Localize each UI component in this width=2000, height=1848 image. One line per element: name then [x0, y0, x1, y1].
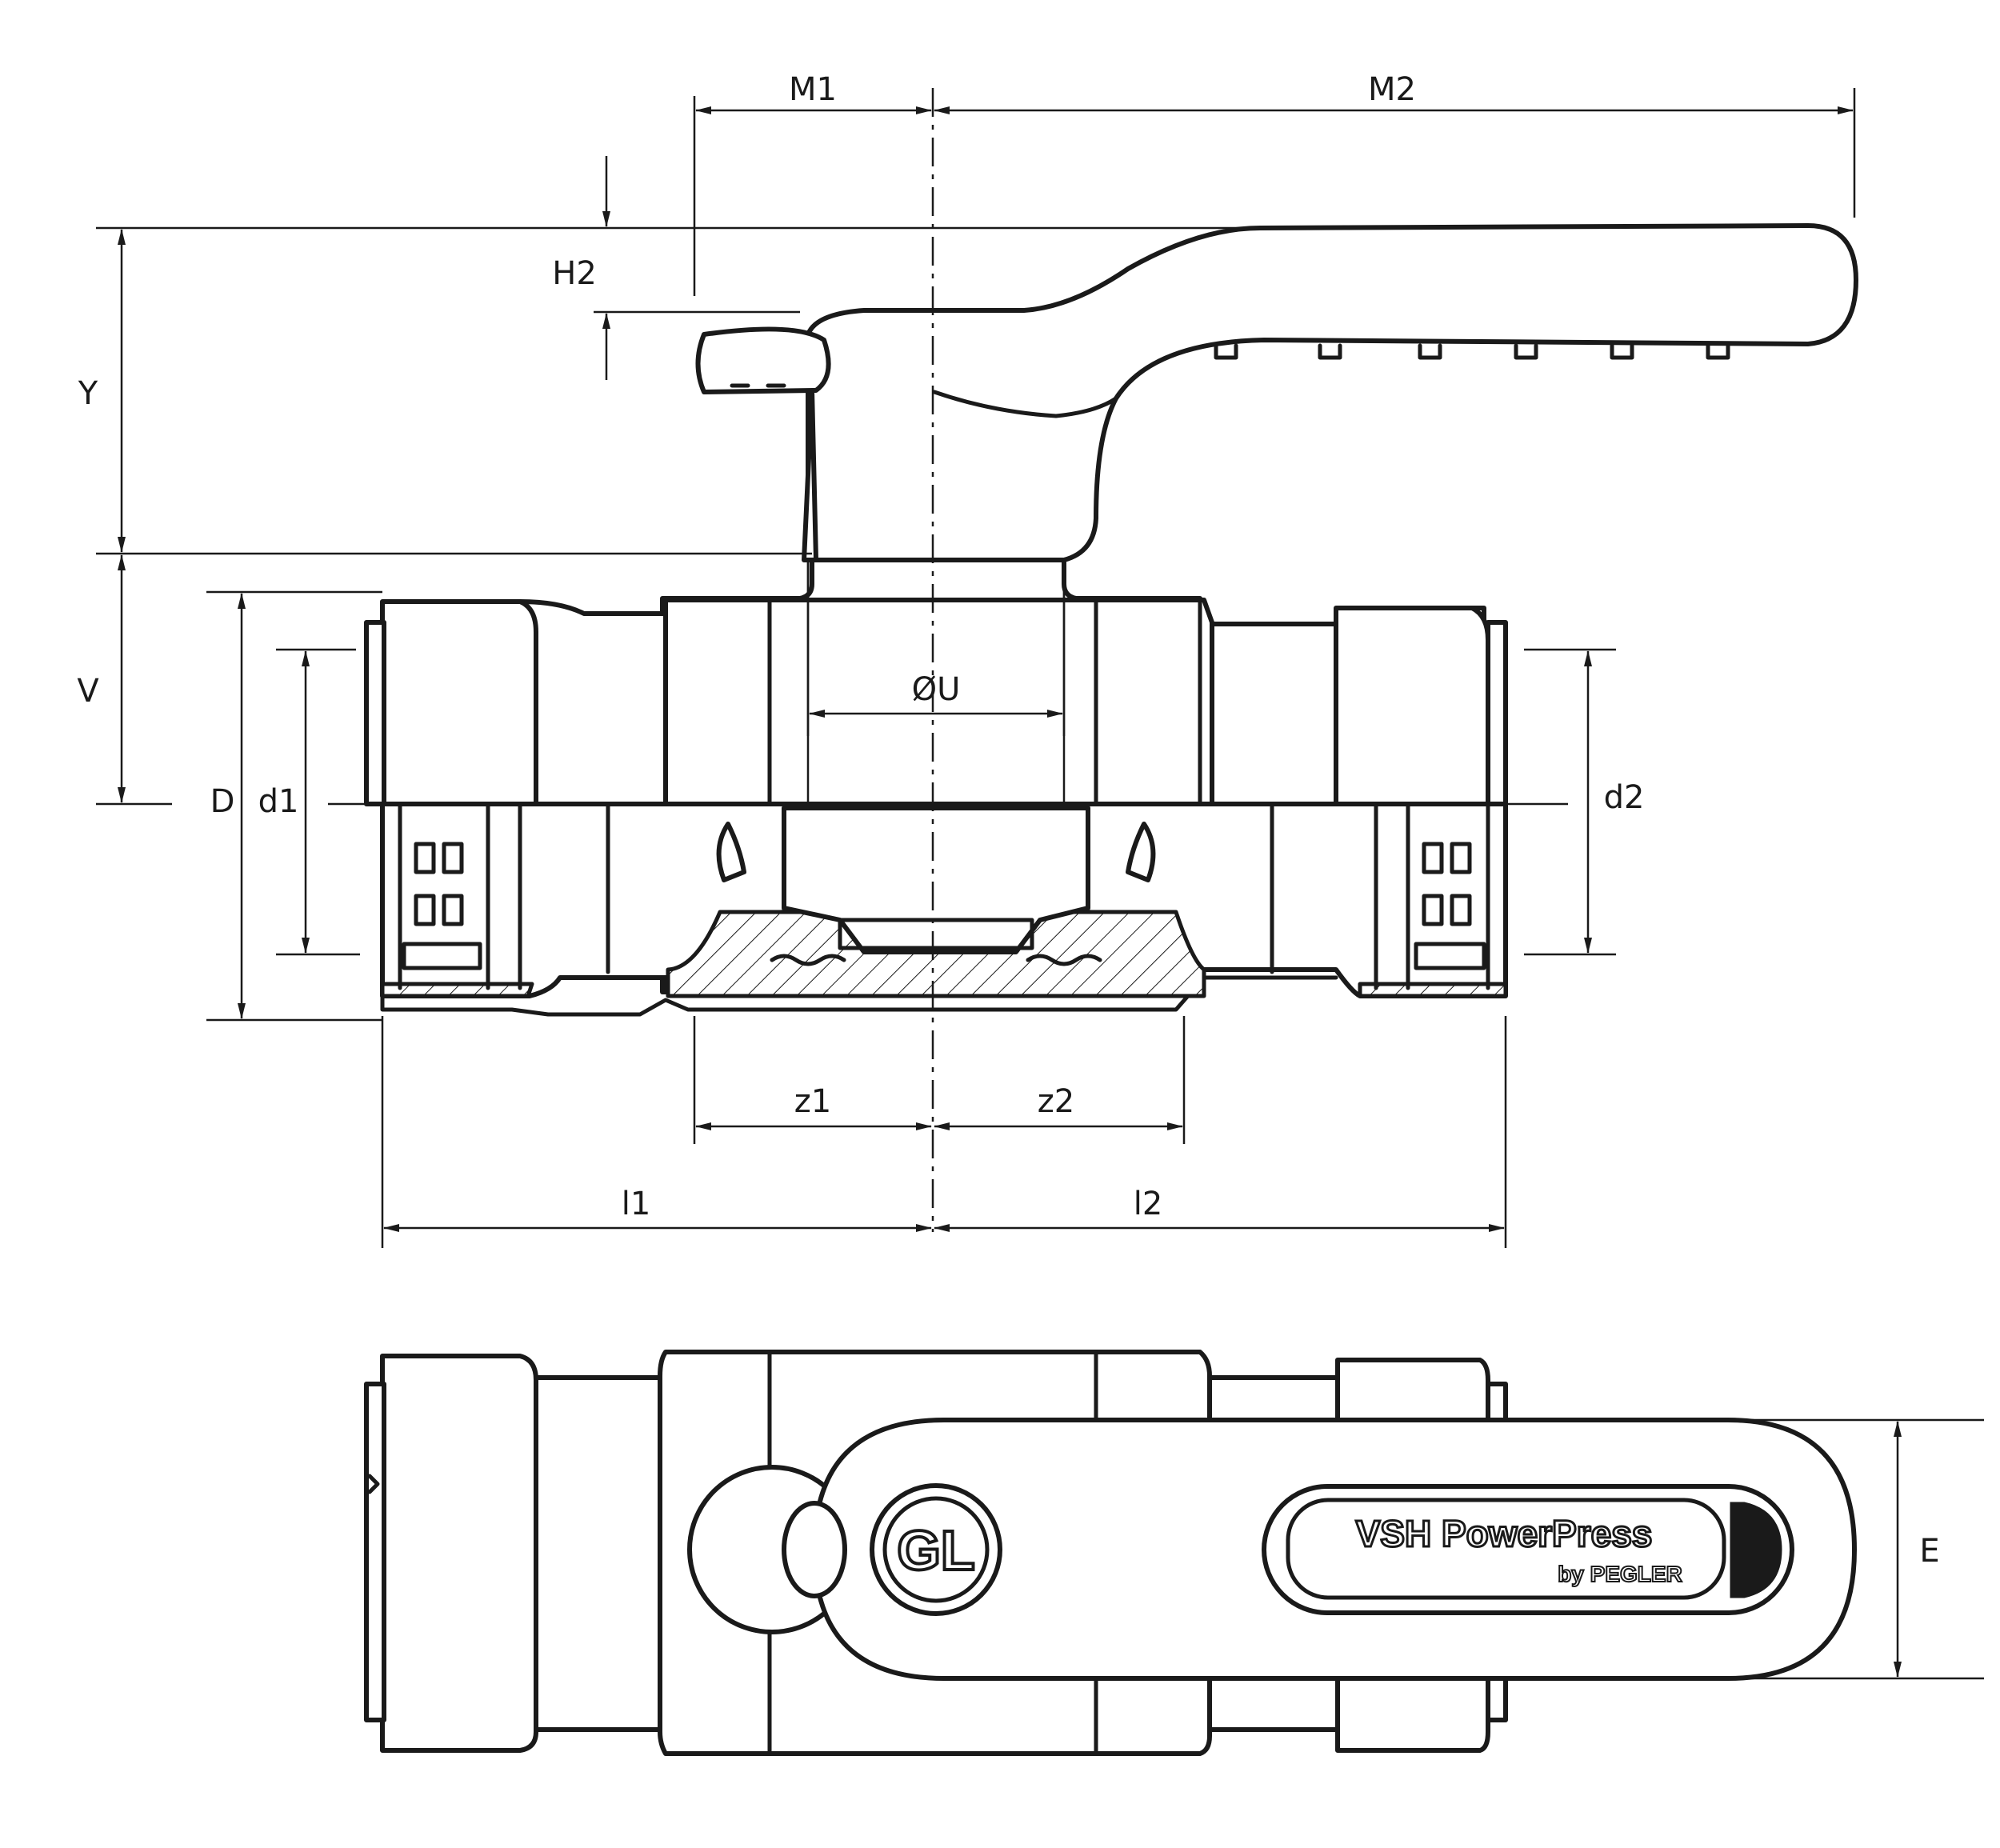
- top-left-nut: [380, 1354, 538, 1753]
- top-left-pipe: [534, 1375, 668, 1732]
- brand-text-top: VSH PowerPress: [1356, 1513, 1653, 1554]
- label-D: D: [210, 783, 235, 820]
- side-view-dimensions: M1 M2 H2 Y V D d1 d2 ØU z1 z2 l1 l2: [77, 71, 1856, 1248]
- left-press-nut: [380, 599, 538, 806]
- label-l2: l2: [1134, 1186, 1163, 1222]
- label-d1: d1: [258, 783, 299, 820]
- brand-plate-outer: [1262, 1484, 1794, 1615]
- brand-text-bottom: by PEGLER: [1558, 1562, 1682, 1586]
- stop-tab: [695, 326, 831, 394]
- label-Y: Y: [78, 375, 98, 412]
- right-press-ring-detail: [1374, 802, 1490, 990]
- label-H2: H2: [552, 255, 597, 292]
- hatched-right-end: [1358, 982, 1508, 998]
- label-U: ØU: [912, 671, 961, 708]
- label-z1: z1: [794, 1083, 831, 1120]
- side-view: [328, 88, 1858, 1232]
- top-stem-oval: [782, 1501, 847, 1598]
- brand-plate-dark-tab: [1730, 1502, 1782, 1598]
- handle-grip-notches: [1214, 343, 1730, 360]
- label-d2: d2: [1604, 779, 1645, 816]
- top-view-dimensions: E: [1728, 1418, 1984, 1680]
- hatched-left-end: [380, 982, 534, 998]
- left-pipe-section: [518, 599, 668, 806]
- ball-stem-cavity: [782, 806, 1090, 954]
- brand-plate-inner: [1286, 1498, 1726, 1600]
- label-M1: M1: [789, 71, 837, 108]
- right-end-cap: [1486, 620, 1508, 806]
- label-V: V: [77, 673, 99, 710]
- lever-handle: [806, 223, 1858, 562]
- right-press-nut: [1334, 606, 1490, 806]
- gl-badge: [870, 1483, 1002, 1616]
- left-press-ring-detail: [398, 802, 522, 990]
- label-M2: M2: [1368, 71, 1416, 108]
- label-z2: z2: [1038, 1083, 1074, 1120]
- left-end-cap: [364, 620, 386, 806]
- ball-slot: [838, 918, 1034, 950]
- top-view: GL VSH PowerPress by PEGLER: [364, 1350, 1857, 1756]
- label-l1: l1: [622, 1186, 651, 1222]
- lever-neck-curve: [932, 390, 1118, 418]
- label-E: E: [1919, 1533, 1939, 1570]
- gl-badge-text: GL: [897, 1519, 974, 1582]
